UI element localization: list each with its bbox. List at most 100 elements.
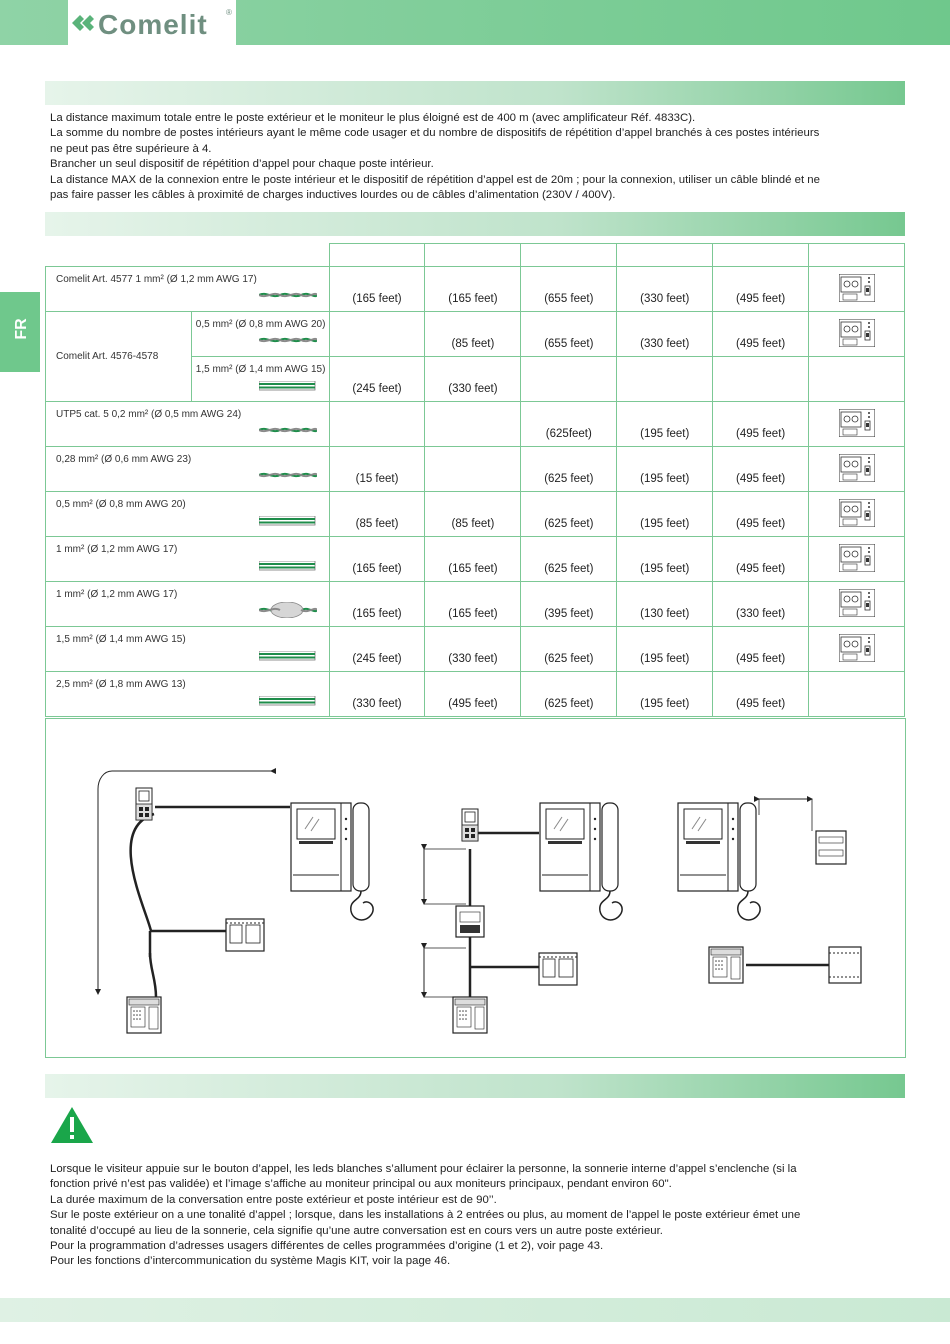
distance-cell: (85 feet) [424,311,522,357]
note-line: tonalité d’occupé au lieu de la sonnerie… [50,1224,663,1237]
table-row: Comelit Art. 4576-4578 0,5 mm² (Ø 0,8 mm… [45,311,905,402]
distance-cell: (495 feet) [712,491,810,537]
distance-cell [328,401,426,447]
intercom-device-icon [838,633,876,662]
table-header-cell [616,243,714,267]
note-line: fonction privé n’est pas validée) et l’i… [50,1178,672,1191]
section-band-table [45,212,905,236]
intercom-device-icon [838,543,876,572]
distance-cell: (165 feet) [424,581,522,627]
brand-name: Comelit [98,9,208,40]
table-row: Comelit Art. 4577 1 mm² (Ø 1,2 mm AWG 17… [45,266,905,312]
parallel-pair-icon [258,516,316,526]
distance-cell: (165 feet) [328,581,426,627]
distance-cell: (625 feet) [520,671,618,717]
distance-cell: (195 feet) [616,401,714,447]
distance-cell: (330 feet) [328,671,426,717]
distance-cell: (495 feet) [712,671,810,717]
intercom-device-icon [838,408,876,437]
table-header-row [45,243,905,267]
distance-cell: (625feet) [520,401,618,447]
distance-cell: (195 feet) [616,626,714,672]
distance-cell: (625 feet) [520,536,618,582]
note-line: Pour les fonctions d’intercommunication … [50,1255,451,1268]
cable-sublabel-cell: 0,5 mm² (Ø 0,8 mm AWG 20) [190,311,330,357]
language-tab-label: FR [13,318,30,340]
distance-cell: (495 feet) [712,266,810,312]
intro-line: ne peut pas être supérieure à 4. [50,142,212,155]
device-cell [808,491,905,537]
intercom-device-icon [838,318,876,347]
table-header-cell [712,243,810,267]
registered-mark: ® [226,8,232,17]
parallel-pair-icon [258,381,316,391]
device-cell [808,581,905,627]
twisted-pair-icon [258,427,317,433]
intro-paragraph: La distance maximum totale entre le post… [50,111,905,203]
distance-cell: (330 feet) [616,311,714,357]
distance-cell: (85 feet) [328,491,426,537]
intro-line: pas faire passer les câbles à proximité … [50,189,616,202]
cable-label: UTP5 cat. 5 0,2 mm² (Ø 0,5 mm AWG 24) [56,409,242,420]
device-cell [808,401,905,447]
distance-cell: (625 feet) [520,626,618,672]
distance-cell: (195 feet) [616,671,714,717]
device-cell [808,536,905,582]
device-cell [808,266,905,312]
parallel-pair-icon [258,561,316,571]
brand-logo[interactable]: Comelit ® [68,0,236,45]
parallel-pair-icon [258,651,316,661]
table-row: 2,5 mm² (Ø 1,8 mm AWG 13) (330 feet) (49… [45,671,905,717]
distance-cell [424,401,522,447]
note-line: La durée maximum de la conversation entr… [50,1193,497,1206]
intercom-device-icon [838,588,876,617]
distance-cell [616,356,714,402]
cable-sublabel: 0,5 mm² (Ø 0,8 mm AWG 20) [195,319,326,330]
distance-cell: (130 feet) [616,581,714,627]
twisted-pair-icon [258,472,317,478]
language-tab[interactable]: FR [0,292,40,372]
cable-label-cell: 1,5 mm² (Ø 1,4 mm AWG 15) [45,626,330,672]
table-header-cell [424,243,522,267]
intro-line: Brancher un seul dispositif de répétitio… [50,158,434,171]
distance-cell: (15 feet) [328,446,426,492]
distance-cell [712,356,810,402]
cable-label: 2,5 mm² (Ø 1,8 mm AWG 13) [56,679,186,690]
cable-label: 0,5 mm² (Ø 0,8 mm AWG 20) [56,499,186,510]
distance-cell: (495 feet) [712,311,810,357]
intro-line: La distance maximum totale entre le post… [50,112,696,124]
distance-cell: (245 feet) [328,626,426,672]
distance-cell: (195 feet) [616,446,714,492]
distance-cell: (195 feet) [616,536,714,582]
wiring-diagram [95,768,862,1034]
distance-cell: (655 feet) [520,266,618,312]
cable-label-cell: 0,28 mm² (Ø 0,6 mm AWG 23) [45,446,330,492]
intercom-device-icon [838,498,876,527]
cable-label: 0,28 mm² (Ø 0,6 mm AWG 23) [56,454,192,465]
cable-label-cell: 0,5 mm² (Ø 0,8 mm AWG 20) [45,491,330,537]
power-supply-module [828,946,862,984]
distance-cell: (330 feet) [424,626,522,672]
section-band-intro [45,81,905,105]
distance-cell: (625 feet) [520,446,618,492]
wiring-diagram-panel [45,718,906,1058]
distance-cell: (195 feet) [616,491,714,537]
intro-line: La distance MAX de la connexion entre le… [50,173,820,186]
header-bar: Comelit ® [0,0,950,45]
device-cell [808,626,905,672]
cable-label: 1 mm² (Ø 1,2 mm AWG 17) [56,544,178,555]
cable-label-cell: 2,5 mm² (Ø 1,8 mm AWG 13) [45,671,330,717]
cable-sublabel-cell: 1,5 mm² (Ø 1,4 mm AWG 15) [190,356,330,402]
table-row: 1 mm² (Ø 1,2 mm AWG 17) (165 feet) (165 … [45,581,905,627]
table-row: 1,5 mm² (Ø 1,4 mm AWG 15) (245 feet) (33… [45,626,905,672]
distance-cell: (625 feet) [520,491,618,537]
distance-cell: (165 feet) [424,266,522,312]
cable-distance-table: Comelit Art. 4577 1 mm² (Ø 1,2 mm AWG 17… [45,243,905,717]
cable-label: 1,5 mm² (Ø 1,4 mm AWG 15) [56,634,186,645]
distance-cell: (495 feet) [712,536,810,582]
section-band-notes [45,1074,905,1098]
cable-label-cell: 1 mm² (Ø 1,2 mm AWG 17) [45,581,330,627]
distance-cell: (165 feet) [328,266,426,312]
note-line: Lorsque le visiteur appuie sur le bouton… [50,1163,797,1175]
table-row: 0,5 mm² (Ø 0,8 mm AWG 20) (85 feet) (85 … [45,491,905,537]
